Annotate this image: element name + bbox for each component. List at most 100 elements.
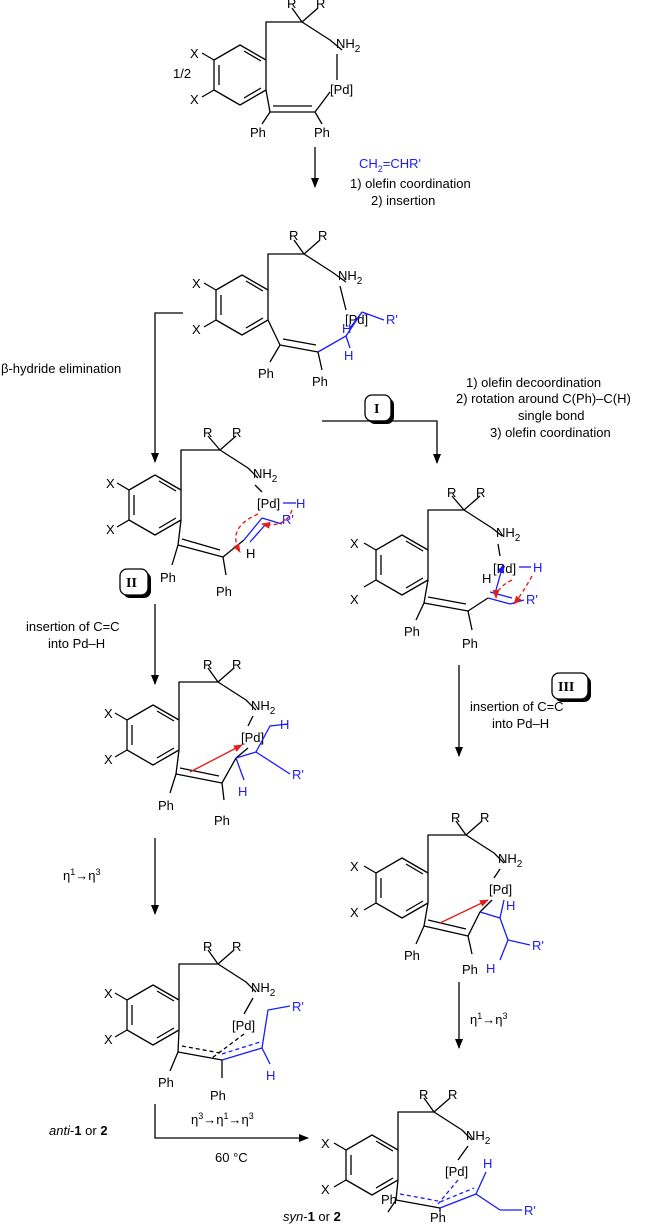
- intermediate-II: X X R R NH2 [Pd] H Ph Ph H R': [106, 425, 305, 599]
- phenyl-label: Ph: [462, 962, 478, 977]
- insertion-product-left: X X R R NH2 [Pd] Ph Ph H H R': [104, 657, 304, 828]
- atom-r: R: [447, 485, 456, 500]
- phenyl-label: Ph: [312, 374, 328, 389]
- hapticity-change: η1→η3: [470, 1011, 508, 1027]
- intermediate-I: X X R R NH2 [Pd] Ph Ph H H R': [192, 228, 398, 389]
- hydrogen-label: H: [280, 717, 289, 732]
- atom-r: R: [203, 939, 212, 954]
- atom-x: X: [190, 46, 199, 61]
- atom-r: R: [232, 425, 241, 440]
- atom-x: X: [192, 276, 201, 291]
- atom-r: R: [232, 657, 241, 672]
- atom-r: R: [203, 425, 212, 440]
- pd-center: [Pd]: [257, 496, 280, 511]
- r-prime-label: R': [292, 767, 304, 782]
- arrow-isomerization: [154, 1104, 309, 1142]
- svg-text:III: III: [558, 680, 574, 695]
- r-prime-label: R': [532, 938, 544, 953]
- product-syn-label: syn-1 or 2: [283, 1209, 341, 1224]
- phenyl-label: Ph: [214, 813, 230, 828]
- amine-nh2: NH2: [251, 980, 276, 999]
- arrow-rotation: [322, 420, 441, 464]
- atom-x: X: [106, 522, 115, 537]
- r-prime-label: R': [292, 999, 304, 1014]
- svg-text:I: I: [374, 402, 379, 417]
- step-into-pdh: into Pd–H: [48, 636, 105, 651]
- atom-x: X: [350, 905, 359, 920]
- amine-nh2: NH2: [251, 698, 276, 717]
- label-I: I: [364, 394, 394, 424]
- pd-center: [Pd]: [241, 730, 264, 745]
- temperature: 60 °C: [215, 1150, 248, 1165]
- atom-r: R: [448, 1087, 457, 1102]
- phenyl-label: Ph: [462, 636, 478, 651]
- product-anti: X X R R NH2 [Pd] Ph Ph R' H: [104, 939, 304, 1103]
- start-palladacycle: X X 1/2 R R NH2 [Pd] Ph Ph: [173, 0, 361, 140]
- hydrogen-label: H: [486, 961, 495, 976]
- pd-center: [Pd]: [489, 882, 512, 897]
- amine-nh2: NH2: [496, 525, 521, 544]
- hydrogen-label: H: [482, 571, 491, 586]
- phenyl-label: Ph: [314, 125, 330, 140]
- pd-center: [Pd]: [445, 1164, 468, 1179]
- stoichiometry-half: 1/2: [173, 66, 191, 81]
- atom-x: X: [104, 752, 113, 767]
- atom-r: R: [232, 939, 241, 954]
- atom-x: X: [104, 986, 113, 1001]
- step-insertion-cc: insertion of C=C: [470, 699, 564, 714]
- phenyl-label: Ph: [216, 584, 232, 599]
- atom-x: X: [190, 92, 199, 107]
- step-insertion-cc: insertion of C=C: [26, 619, 120, 634]
- phenyl-label: Ph: [158, 798, 174, 813]
- atom-r: R: [203, 657, 212, 672]
- phenyl-label: Ph: [258, 366, 274, 381]
- phenyl-label: Ph: [250, 125, 266, 140]
- r-prime-label: R': [282, 512, 294, 527]
- atom-x: X: [192, 322, 201, 337]
- atom-r: R: [287, 0, 296, 11]
- step-decoordination: 1) olefin decoordination: [466, 375, 601, 390]
- insertion-product-right: X X R R NH2 [Pd] Ph Ph H H R': [350, 810, 544, 977]
- atom-r: R: [476, 485, 485, 500]
- pd-center: [Pd]: [232, 1018, 255, 1033]
- atom-x: X: [104, 706, 113, 721]
- amine-nh2: NH2: [336, 36, 361, 55]
- step-olefin-coordination: 1) olefin coordination: [350, 176, 471, 191]
- reagent-olefin: CH2=CHR': [359, 156, 421, 174]
- pd-center: [Pd]: [330, 82, 353, 97]
- hydrogen-label: H: [506, 898, 515, 913]
- product-syn: X X R R NH2 [Pd] Ph Ph H R': [321, 1087, 536, 1225]
- pd-center: [Pd]: [493, 561, 516, 576]
- arrow-beta-hydride: [151, 312, 183, 463]
- hapticity-sequence: η3→η1→η3: [191, 1111, 254, 1127]
- label-III: III: [551, 672, 591, 702]
- intermediate-III: X X R R NH2 [Pd] H Ph Ph H R': [350, 485, 542, 651]
- amine-nh2: NH2: [466, 1128, 491, 1147]
- step-insertion: 2) insertion: [371, 193, 435, 208]
- hydrogen-label: H: [296, 496, 305, 511]
- phenyl-label: Ph: [381, 1192, 397, 1207]
- amine-nh2: NH2: [498, 851, 523, 870]
- hydrogen-label: H: [266, 1068, 275, 1083]
- hydrogen-label: H: [246, 546, 255, 561]
- step-rotation: 2) rotation around C(Ph)–C(H): [456, 391, 631, 406]
- atom-r: R: [289, 228, 298, 243]
- r-prime-label: R': [526, 592, 538, 607]
- phenyl-label: Ph: [430, 1210, 446, 1225]
- phenyl-label: Ph: [160, 570, 176, 585]
- product-anti-label: anti-1 or 2: [49, 1123, 108, 1138]
- atom-x: X: [321, 1182, 330, 1197]
- atom-x: X: [350, 859, 359, 874]
- atom-x: X: [104, 1032, 113, 1047]
- atom-x: X: [321, 1136, 330, 1151]
- step-beta-hydride: β-hydride elimination: [1, 361, 121, 376]
- phenyl-label: Ph: [404, 948, 420, 963]
- amine-nh2: NH2: [253, 466, 278, 485]
- atom-r: R: [316, 0, 325, 11]
- atom-x: X: [350, 536, 359, 551]
- hydrogen-label: H: [533, 560, 542, 575]
- phenyl-label: Ph: [210, 1088, 226, 1103]
- r-prime-label: R': [524, 1203, 536, 1218]
- atom-r: R: [318, 228, 327, 243]
